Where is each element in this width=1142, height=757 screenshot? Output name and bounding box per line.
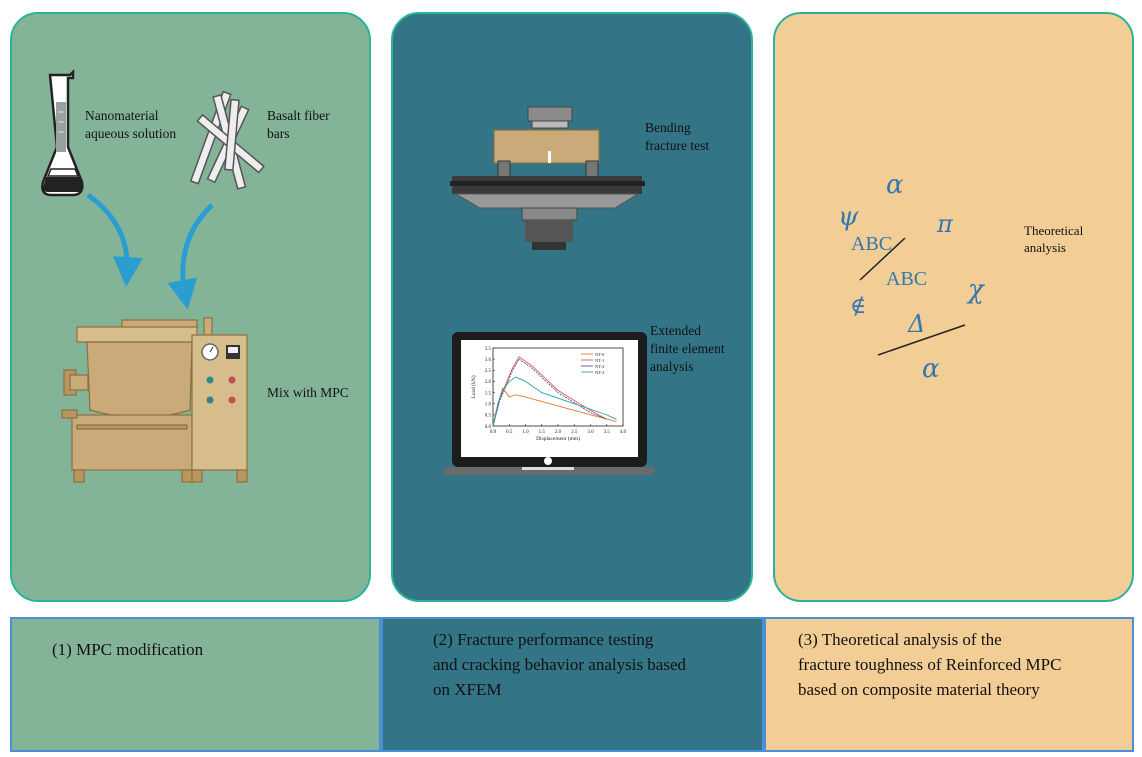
panel-theoretical-analysis bbox=[773, 12, 1134, 602]
xfem-label: Extended finite element analysis bbox=[650, 323, 725, 374]
bending-test-machine-icon bbox=[450, 106, 645, 250]
caption-box-3: (3) Theoretical analysis of the fracture… bbox=[764, 617, 1134, 752]
mix-label: Mix with MPC bbox=[267, 385, 349, 400]
y-axis-label: Load (kN) bbox=[470, 375, 477, 398]
x-tick-label: 2.5 bbox=[571, 430, 578, 435]
legend-label: NT-2 bbox=[595, 364, 604, 369]
caption-2: (2) Fracture performance testing and cra… bbox=[433, 630, 687, 699]
y-tick-label: 2.5 bbox=[485, 369, 492, 374]
psi-symbol: ψ bbox=[838, 202, 859, 232]
basalt-fiber-label: Basalt fiber bars bbox=[267, 108, 330, 141]
x-tick-label: 0.5 bbox=[506, 430, 513, 435]
alpha-symbol: α bbox=[886, 170, 904, 200]
caption-3: (3) Theoretical analysis of the fracture… bbox=[798, 630, 1062, 699]
delta-symbol: Δ bbox=[908, 310, 926, 338]
series-line-NT-3 bbox=[492, 376, 617, 427]
load-displacement-chart: 0.0 0.5 1.0 1.5 2.0 2.5 3.0 3.5 4.0 0.0 0.5 1.0 1.5 2… bbox=[470, 347, 627, 442]
legend-label: NT-1 bbox=[595, 358, 604, 363]
y-tick-label: 1.5 bbox=[485, 391, 492, 396]
basalt-fiber-icon bbox=[189, 90, 265, 190]
alpha-symbol: α bbox=[922, 354, 940, 384]
legend-label: NT-0 bbox=[595, 352, 605, 357]
caption-box-1: (1) MPC modification bbox=[10, 617, 381, 752]
theoretical-label: Theoretical analysis bbox=[1024, 223, 1084, 255]
x-axis-label: Displacement (mm) bbox=[536, 435, 580, 442]
laptop-icon bbox=[444, 332, 654, 475]
legend-label: NT-3 bbox=[595, 370, 605, 375]
x-tick-label: 3.0 bbox=[587, 430, 594, 435]
nanomaterial-label: Nanomaterial aqueous solution bbox=[85, 108, 177, 141]
x-tick-label: 1.0 bbox=[522, 430, 529, 435]
chi-symbol: χ bbox=[968, 275, 984, 305]
x-tick-label: 0.0 bbox=[490, 430, 497, 435]
mixer-icon bbox=[61, 317, 248, 483]
y-tick-label: 3.5 bbox=[485, 347, 492, 352]
y-tick-label: 0.0 bbox=[485, 425, 492, 430]
pi-symbol: π bbox=[937, 210, 953, 238]
bending-label: Bending fracture test bbox=[645, 120, 710, 153]
x-tick-label: 3.5 bbox=[604, 430, 611, 435]
series-line-NT-2 bbox=[492, 358, 607, 427]
x-tick-label: 1.5 bbox=[539, 430, 546, 435]
y-tick-label: 1.0 bbox=[485, 403, 492, 408]
notin-symbol: ∉ bbox=[850, 294, 867, 319]
abc-text: ABC bbox=[886, 268, 928, 290]
x-tick-label: 4.0 bbox=[620, 430, 627, 435]
arrow-icon bbox=[86, 192, 214, 310]
y-tick-label: 0.5 bbox=[485, 414, 492, 419]
caption-box-2: (2) Fracture performance testing and cra… bbox=[381, 617, 764, 752]
y-tick-label: 2.0 bbox=[485, 380, 492, 385]
x-tick-label: 2.0 bbox=[555, 430, 562, 435]
y-tick-label: 3.0 bbox=[485, 358, 492, 363]
caption-1: (1) MPC modification bbox=[52, 640, 204, 659]
abc-text: ABC bbox=[851, 233, 893, 255]
beaker-icon bbox=[41, 68, 84, 197]
